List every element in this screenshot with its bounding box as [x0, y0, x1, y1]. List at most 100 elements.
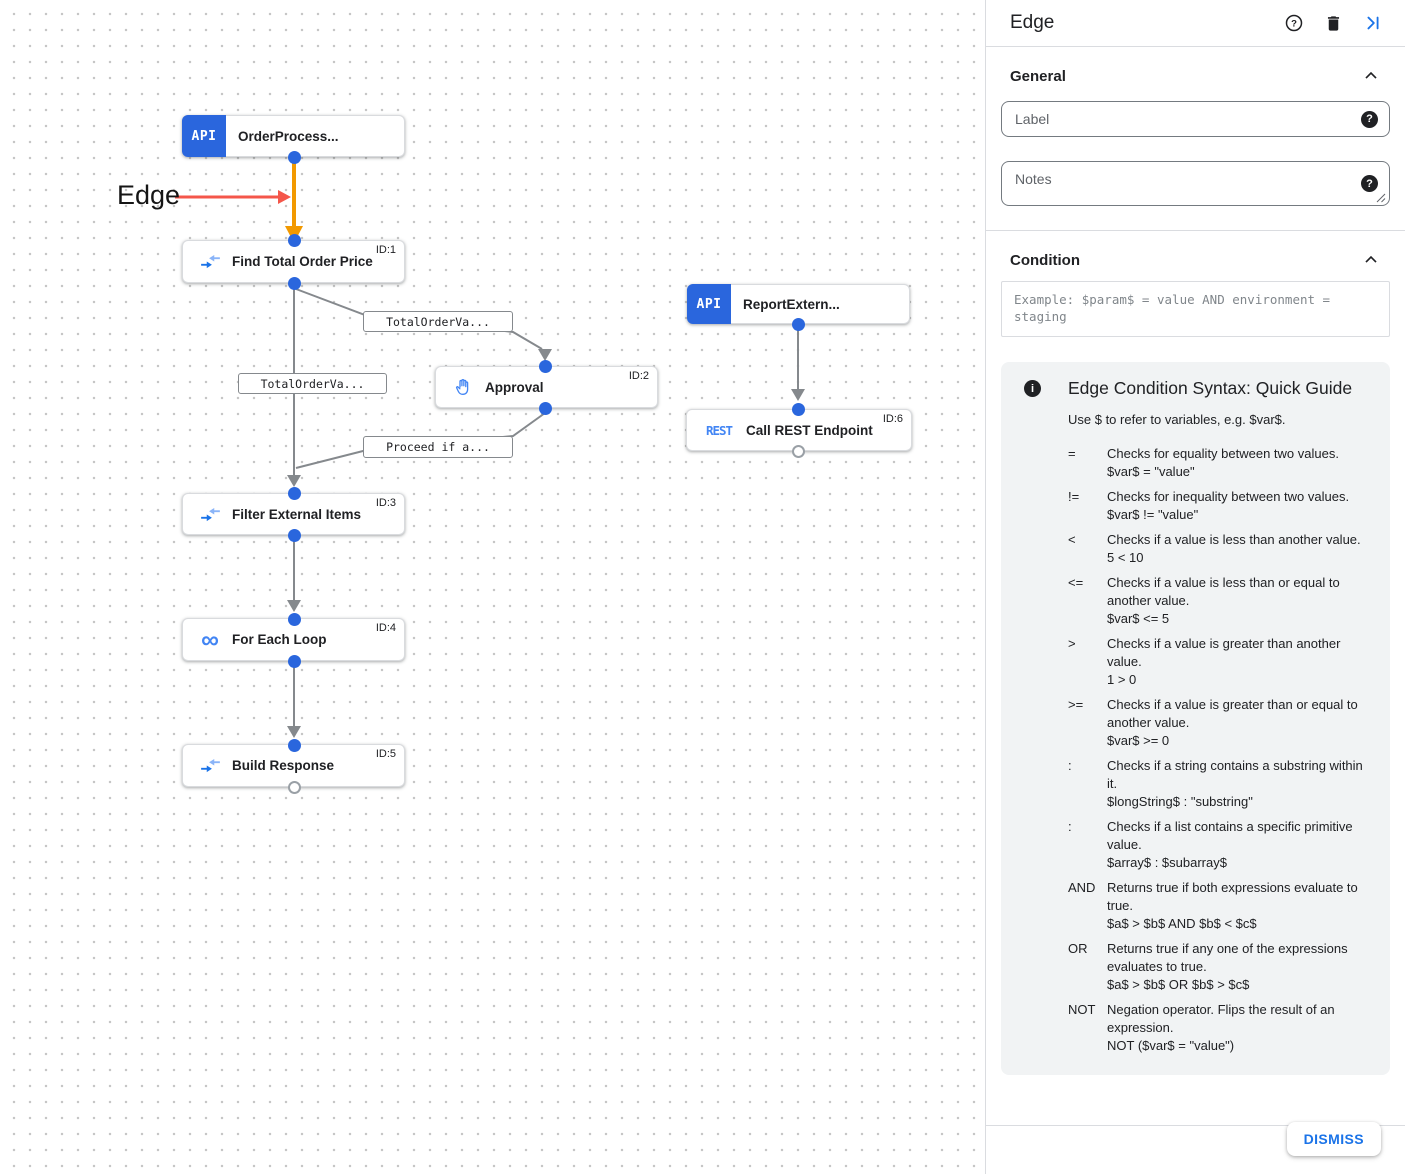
api-icon-text: API — [191, 128, 217, 144]
node-id-badge: ID:3 — [375, 497, 396, 509]
guide-row: > Checks if a value is greater than anot… — [1068, 635, 1372, 689]
guide-operator: : — [1068, 819, 1072, 834]
guide-row: : Checks if a string contains a substrin… — [1068, 757, 1372, 811]
port-filter-out[interactable] — [288, 529, 301, 542]
guide-row: <= Checks if a value is less than or equ… — [1068, 574, 1372, 628]
edge-label-totalorder-approval[interactable]: TotalOrderVa... — [363, 311, 513, 332]
guide-row: NOT Negation operator. Flips the result … — [1068, 1001, 1372, 1055]
guide-desc: Returns true if any one of the expressio… — [1107, 941, 1348, 974]
guide-subtitle: Use $ to refer to variables, e.g. $var$. — [1068, 412, 1286, 427]
delete-edge-button[interactable] — [1324, 14, 1343, 33]
node-id-badge: ID:6 — [882, 413, 903, 425]
data-mapping-icon — [198, 758, 222, 773]
node-orderprocess-trigger[interactable]: API OrderProcess... — [182, 115, 405, 157]
guide-example: $a$ > $b$ AND $b$ < $c$ — [1107, 916, 1257, 931]
edges-layer — [175, 161, 805, 738]
port-build-out[interactable] — [288, 781, 301, 794]
port-reportextern-out[interactable] — [792, 318, 805, 331]
guide-desc: Negation operator. Flips the result of a… — [1107, 1002, 1335, 1035]
guide-row: = Checks for equality between two values… — [1068, 445, 1372, 481]
collapse-panel-button[interactable] — [1363, 13, 1383, 33]
edge-properties-panel: Edge ? General — [985, 0, 1405, 1174]
loop-icon: ∞ — [201, 625, 219, 654]
chevron-up-icon[interactable] — [1361, 66, 1381, 86]
guide-row: OR Returns true if any one of the expres… — [1068, 940, 1372, 994]
panel-title: Edge — [1010, 12, 1055, 33]
edge-annotation-label: Edge — [117, 180, 181, 210]
port-foreach-in[interactable] — [288, 613, 301, 626]
rest-icon: REST — [705, 422, 733, 438]
port-orderprocess-out[interactable] — [288, 151, 301, 164]
general-section-header[interactable]: General — [986, 47, 1405, 101]
condition-syntax-guide: i Edge Condition Syntax: Quick Guide Use… — [1001, 362, 1390, 1075]
guide-row: < Checks if a value is less than another… — [1068, 531, 1372, 567]
port-filter-in[interactable] — [288, 487, 301, 500]
node-title: Build Response — [232, 758, 335, 773]
node-title: Filter External Items — [232, 506, 362, 522]
edge-selected-orderprocess-findtotal[interactable] — [285, 161, 303, 243]
port-approval-out[interactable] — [539, 402, 552, 415]
chevron-up-icon[interactable] — [1361, 250, 1381, 270]
node-title: OrderProcess... — [238, 128, 339, 144]
guide-example: $var$ = "value" — [1107, 464, 1195, 479]
label-input[interactable] — [1002, 102, 1389, 136]
footer-divider — [986, 1125, 1405, 1126]
guide-operator: >= — [1068, 697, 1084, 712]
port-findtotal-in[interactable] — [288, 234, 301, 247]
guide-operator: : — [1068, 758, 1072, 773]
guide-example: $var$ != "value" — [1107, 507, 1199, 522]
port-approval-in[interactable] — [539, 360, 552, 373]
guide-desc: Checks if a value is less than another v… — [1107, 532, 1361, 547]
port-build-in[interactable] — [288, 739, 301, 752]
approval-hand-icon — [451, 377, 475, 398]
edge-label-proceed[interactable]: Proceed if a... — [363, 436, 513, 458]
notes-field-wrap: ? — [1001, 161, 1390, 206]
help-button[interactable]: ? — [1284, 13, 1304, 33]
guide-desc: Returns true if both expressions evaluat… — [1107, 880, 1358, 913]
node-id-badge: ID:5 — [375, 748, 396, 760]
port-foreach-out[interactable] — [288, 655, 301, 668]
edge-label-totalorder-filter[interactable]: TotalOrderVa... — [238, 373, 387, 394]
guide-example: $a$ > $b$ OR $b$ > $c$ — [1107, 977, 1250, 992]
guide-row: >= Checks if a value is greater than or … — [1068, 696, 1372, 750]
port-findtotal-out[interactable] — [288, 277, 301, 290]
node-title: Find Total Order Price — [232, 254, 373, 269]
node-filter-external-items[interactable]: Filter External Items ID:3 — [182, 493, 405, 535]
guide-operator: <= — [1068, 575, 1084, 590]
guide-desc: Checks if a value is less than or equal … — [1107, 575, 1340, 608]
notes-input[interactable] — [1002, 162, 1389, 205]
edge-arrowheads — [287, 349, 805, 738]
condition-section-title: Condition — [1010, 251, 1080, 269]
port-rest-in[interactable] — [792, 403, 805, 416]
guide-row: AND Returns true if both expressions eva… — [1068, 879, 1372, 933]
node-find-total-order-price[interactable]: Find Total Order Price ID:1 — [182, 240, 405, 283]
help-circle-icon: ? — [1285, 14, 1303, 32]
section-divider — [986, 230, 1405, 231]
svg-text:?: ? — [1291, 18, 1297, 29]
guide-desc: Checks for equality between two values. — [1107, 446, 1339, 461]
dismiss-button[interactable]: DISMISS — [1286, 1122, 1381, 1156]
workflow-canvas[interactable]: Edge API OrderProcess... Find Total Orde… — [0, 0, 985, 1174]
node-approval[interactable]: Approval ID:2 — [435, 366, 658, 408]
trash-icon — [1327, 15, 1340, 31]
node-id-badge: ID:2 — [628, 370, 649, 382]
collapse-right-icon — [1367, 16, 1379, 30]
guide-row: : Checks if a list contains a specific p… — [1068, 818, 1372, 872]
node-reportextern-trigger[interactable]: API ReportExtern... — [687, 284, 910, 324]
guide-row: != Checks for inequality between two val… — [1068, 488, 1372, 524]
node-title: Call REST Endpoint — [746, 422, 873, 438]
guide-desc: Checks if a string contains a substring … — [1107, 758, 1363, 791]
port-rest-out[interactable] — [792, 445, 805, 458]
condition-input[interactable] — [1002, 282, 1389, 336]
label-help-icon[interactable]: ? — [1361, 110, 1378, 128]
condition-field-wrap — [1001, 281, 1390, 337]
guide-operator: OR — [1068, 941, 1088, 956]
resize-handle-icon[interactable] — [1376, 193, 1386, 203]
guide-operator: < — [1068, 532, 1076, 547]
guide-operator: AND — [1068, 880, 1096, 895]
condition-section-header[interactable]: Condition — [986, 231, 1405, 281]
node-title: Approval — [485, 379, 544, 395]
notes-help-icon[interactable]: ? — [1361, 175, 1378, 192]
node-title: ReportExtern... — [743, 296, 840, 312]
guide-desc: Checks if a list contains a specific pri… — [1107, 819, 1353, 852]
